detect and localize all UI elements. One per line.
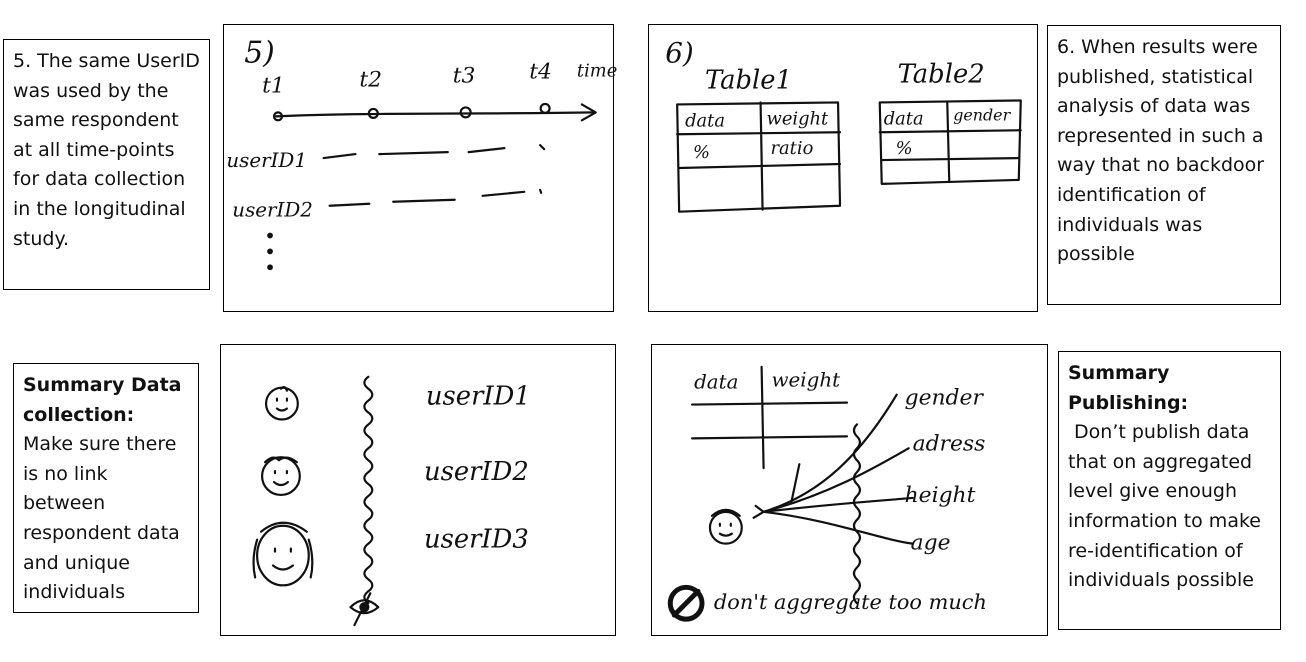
user1-track bbox=[322, 144, 546, 160]
summary-publishing-title: Summary Publishing: bbox=[1068, 362, 1189, 414]
timepoint-t4: t4 bbox=[529, 60, 552, 85]
collection-sketch-panel: userID1 userID2 userID3 bbox=[220, 344, 616, 636]
table2-header-gender: gender bbox=[953, 105, 1011, 124]
user1-label: userID1 bbox=[226, 149, 307, 172]
face-features bbox=[710, 508, 741, 537]
attr-address: adress bbox=[913, 431, 986, 456]
table2-header-data: data bbox=[884, 108, 924, 129]
user2-label: userID2 bbox=[232, 199, 313, 222]
ellipsis-dot bbox=[267, 248, 273, 255]
ellipsis-dot bbox=[267, 264, 273, 271]
time-axis-arrow bbox=[580, 103, 597, 122]
summary-publishing-body: Don’t publish data that on aggregated le… bbox=[1068, 421, 1268, 592]
tables-sketch: 6) Table1 Table2 data weight % ratio dat… bbox=[665, 37, 1022, 213]
sketch5-number: 5) bbox=[244, 36, 275, 71]
publishing-header-weight: weight bbox=[772, 369, 842, 392]
table2-cell-percent: % bbox=[896, 138, 913, 159]
step6-note: 6. When results were published, statisti… bbox=[1047, 25, 1281, 305]
time-axis-line bbox=[274, 111, 595, 118]
publishing-table-grid bbox=[690, 365, 849, 470]
publishing-warning: don't aggregate too much bbox=[714, 590, 987, 614]
link-arrowhead bbox=[752, 504, 765, 519]
table1-cell-ratio: ratio bbox=[771, 138, 814, 159]
link-data bbox=[790, 463, 801, 504]
timeline-sketch: 5) t1 t2 t3 t4 time userID1 userID2 bbox=[226, 36, 617, 271]
table2-outline bbox=[878, 99, 1022, 185]
timepoint-dot-t4 bbox=[539, 102, 551, 114]
table2-title: Table2 bbox=[898, 60, 985, 90]
attr-age: age bbox=[911, 531, 951, 556]
summary-collection-note: Summary Data collection: Make sure there… bbox=[13, 363, 199, 613]
face-icon bbox=[264, 386, 299, 421]
face-features bbox=[252, 521, 314, 579]
user2-track bbox=[328, 188, 543, 207]
userid2-label: userID2 bbox=[424, 457, 529, 487]
table1-grid bbox=[676, 101, 842, 211]
timepoint-dot-t2 bbox=[367, 107, 379, 119]
timepoint-dot-t1 bbox=[272, 111, 284, 122]
summary-publishing-note: Summary Publishing: Don’t publish data t… bbox=[1058, 351, 1281, 630]
link-gender bbox=[762, 393, 898, 513]
publishing-sketch-panel: data weight gender adress height age don… bbox=[651, 344, 1048, 636]
timeline-sketch-panel: 5) t1 t2 t3 t4 time userID1 userID2 bbox=[223, 24, 617, 312]
userid1-label: userID1 bbox=[426, 382, 531, 412]
sketch6-number: 6) bbox=[665, 37, 694, 70]
attr-gender: gender bbox=[905, 386, 985, 411]
link-age bbox=[762, 510, 914, 545]
wavy-separator bbox=[363, 375, 374, 605]
summary-collection-body: Make sure there is no link between respo… bbox=[23, 433, 180, 604]
timepoint-t2: t2 bbox=[359, 68, 382, 93]
timepoint-dot-t3 bbox=[459, 106, 472, 119]
face-features bbox=[263, 456, 298, 487]
step5-text: 5. The same UserID was used by the same … bbox=[13, 50, 200, 250]
step6-text: 6. When results were published, statisti… bbox=[1057, 36, 1265, 266]
time-axis-label: time bbox=[577, 61, 617, 82]
link-address bbox=[762, 447, 910, 513]
timepoint-t3: t3 bbox=[453, 64, 476, 89]
tables-sketch-panel: 6) Table1 Table2 data weight % ratio dat… bbox=[648, 24, 1038, 312]
step5-note: 5. The same UserID was used by the same … bbox=[3, 39, 210, 290]
publishing-header-data: data bbox=[694, 371, 738, 394]
table1-cell-percent: % bbox=[693, 142, 710, 163]
face-icon bbox=[256, 524, 310, 587]
table1-header-data: data bbox=[685, 110, 725, 131]
table2-grid bbox=[878, 101, 1022, 183]
userid3-label: userID3 bbox=[424, 525, 529, 555]
table1-header-weight: weight bbox=[767, 108, 830, 129]
summary-collection-title: Summary Data collection: bbox=[23, 374, 182, 426]
ellipsis-dot bbox=[267, 232, 273, 239]
collection-sketch: userID1 userID2 userID3 bbox=[252, 375, 531, 627]
prohibited-icon bbox=[667, 584, 705, 622]
eye-strike bbox=[353, 592, 372, 627]
prohibited-strike bbox=[671, 588, 701, 618]
timepoint-t1: t1 bbox=[262, 74, 285, 99]
table1-title: Table1 bbox=[705, 66, 792, 96]
link-height bbox=[762, 496, 914, 513]
crossed-eye-icon bbox=[349, 599, 380, 615]
table1-outline bbox=[676, 101, 842, 213]
face-features bbox=[275, 386, 288, 412]
publishing-sketch: data weight gender adress height age don… bbox=[667, 365, 987, 622]
face-icon bbox=[708, 510, 743, 545]
face-icon bbox=[260, 456, 301, 497]
attr-height: height bbox=[905, 483, 976, 508]
